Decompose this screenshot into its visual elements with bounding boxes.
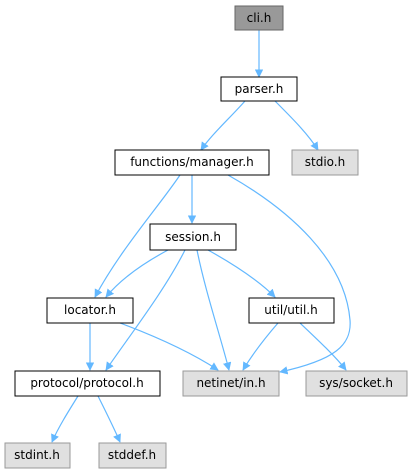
node-cli-h[interactable]: cli.h <box>234 5 284 31</box>
node-label-locator-h: locator.h <box>64 303 116 317</box>
node-label-parser-h: parser.h <box>235 82 284 96</box>
edge-util-netinet <box>242 322 279 371</box>
node-label-functions-manager-h: functions/manager.h <box>130 155 254 169</box>
node-functions-manager-h[interactable]: functions/manager.h <box>114 149 270 176</box>
node-stdio-h[interactable]: stdio.h <box>291 149 359 176</box>
edge-session-protocol <box>105 249 186 371</box>
node-label-protocol-protocol-h: protocol/protocol.h <box>30 376 143 390</box>
node-locator-h[interactable]: locator.h <box>46 297 134 324</box>
node-util-util-h[interactable]: util/util.h <box>248 297 335 324</box>
node-protocol-protocol-h[interactable]: protocol/protocol.h <box>14 370 161 397</box>
node-parser-h[interactable]: parser.h <box>220 76 298 102</box>
node-label-stdint-h: stdint.h <box>14 448 60 462</box>
node-label-stdio-h: stdio.h <box>305 155 345 169</box>
node-sys-socket-h[interactable]: sys/socket.h <box>305 370 408 397</box>
node-label-cli-h: cli.h <box>247 11 272 25</box>
edge-protocol-stddef <box>97 395 121 443</box>
node-netinet-in-h[interactable]: netinet/in.h <box>182 370 280 397</box>
edge-parser-stdio <box>274 100 319 151</box>
edge-parser-manager <box>200 100 246 151</box>
node-label-session-h: session.h <box>165 230 221 244</box>
edge-protocol-stdint <box>51 395 79 443</box>
edge-session-locator <box>105 249 169 298</box>
node-stdint-h[interactable]: stdint.h <box>4 442 71 469</box>
node-session-h[interactable]: session.h <box>149 223 237 251</box>
node-label-stddef-h: stddef.h <box>108 448 156 462</box>
edge-session-util <box>207 249 276 298</box>
node-stddef-h[interactable]: stddef.h <box>98 442 167 469</box>
node-label-sys-socket-h: sys/socket.h <box>319 376 393 390</box>
edge-locator-netinet <box>119 322 219 371</box>
edge-util-socket <box>299 322 347 371</box>
node-label-util-util-h: util/util.h <box>264 303 317 317</box>
edge-manager-netinet <box>227 174 351 375</box>
edge-session-netinet <box>196 249 232 371</box>
edge-manager-locator <box>94 174 181 298</box>
node-label-netinet-in-h: netinet/in.h <box>196 376 265 390</box>
